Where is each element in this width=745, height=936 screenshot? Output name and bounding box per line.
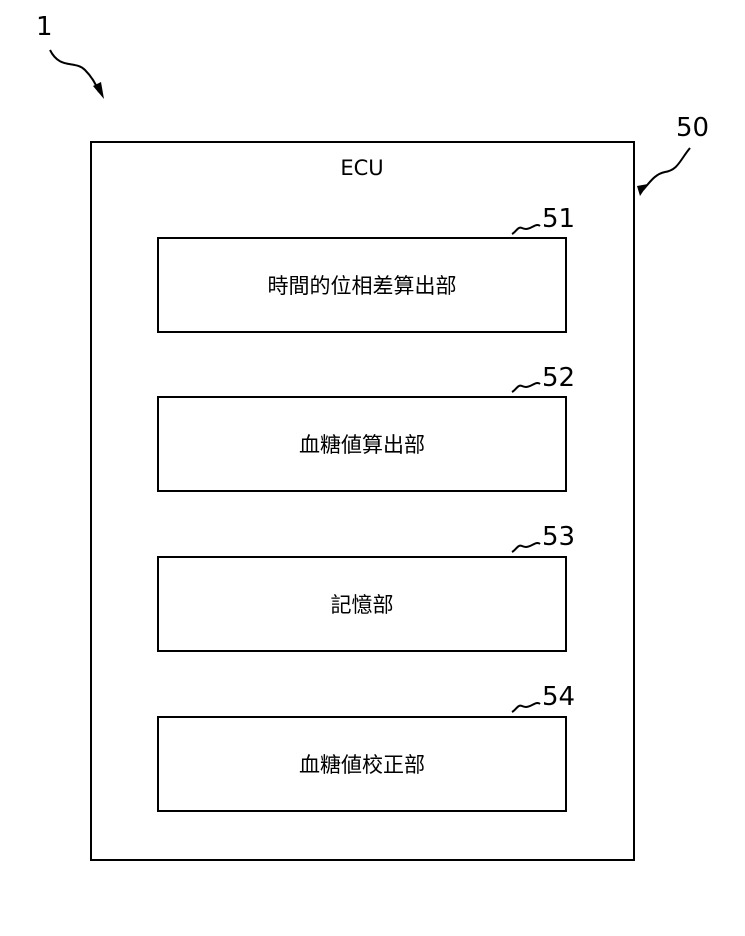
unit-box-51: 時間的位相差算出部 [157, 237, 567, 333]
unit-51-label: 時間的位相差算出部 [268, 270, 457, 300]
unit-52-ref: 52 [542, 365, 575, 391]
unit-53-label: 記憶部 [331, 589, 394, 619]
unit-54-label: 血糖値校正部 [299, 749, 425, 779]
system-ref-leader [50, 50, 99, 92]
unit-box-54: 血糖値校正部 [157, 716, 567, 812]
unit-box-53: 記憶部 [157, 556, 567, 652]
unit-52-label: 血糖値算出部 [299, 429, 425, 459]
unit-53-ref: 53 [542, 524, 575, 550]
unit-box-52: 血糖値算出部 [157, 396, 567, 492]
ecu-ref-arrowhead [637, 184, 648, 196]
system-ref-number: 1 [36, 14, 53, 40]
ecu-ref-leader [643, 148, 690, 190]
ecu-title: ECU [312, 158, 412, 179]
unit-51-ref: 51 [542, 206, 575, 232]
unit-54-ref: 54 [542, 684, 575, 710]
ecu-ref-number: 50 [676, 115, 709, 141]
